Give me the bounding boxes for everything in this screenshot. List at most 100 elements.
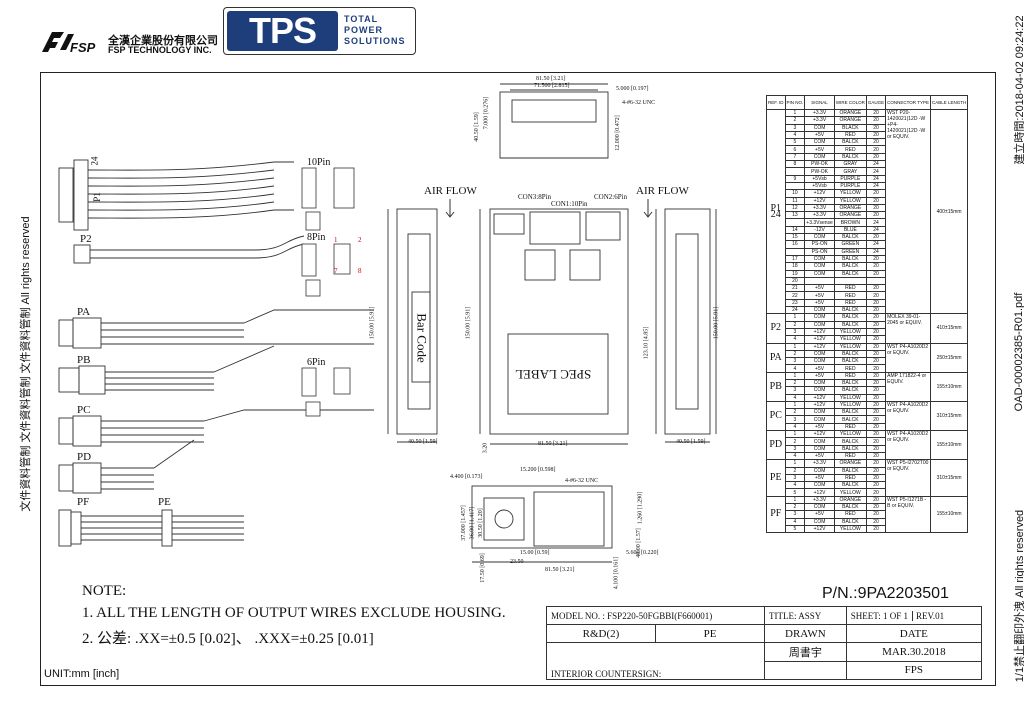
pin-signal: PS-ON [804,247,835,256]
pin-wire-color: YELLOW [833,524,867,534]
pin-signal: COM [804,408,835,417]
pin-gauge: 20 [865,517,887,526]
pin-no: 14 [784,225,806,235]
pin-no: 1 [784,108,806,118]
pin-connector-type: WST P4-A1020D2 or EQUIV. [885,342,931,373]
pin-signal: +12V [804,400,835,410]
pin-wire-color: YELLOW [833,196,867,205]
pin-signal: COM [804,349,835,359]
pin-no: 20 [784,276,806,286]
pin-gauge: 20 [865,444,887,453]
pin-no: 3 [784,327,806,337]
pin-cable-length: 155±10mm [929,430,969,461]
pin-no: 4 [784,422,806,432]
pin-wire-color: RED [833,371,867,381]
pin-signal: COM [804,378,835,388]
date-value-cell: MAR.30.2018 [845,642,983,662]
label-p1: P1 [91,192,102,202]
tps-line-2: POWER [344,25,384,35]
pin-connector-type: WST P5-I2702T00 or EQUIV. [885,459,931,497]
pin-gauge: 24 [865,247,887,256]
pin-gauge: 20 [865,378,887,388]
label-pe: PE [158,496,171,508]
pin-signal: +3.3V [804,495,835,505]
pin-connector-type: WST P4-A1020D2 or EQUIV. [885,430,931,461]
pin-signal: +3.3V [804,211,835,220]
pin-gauge: 20 [865,262,887,271]
pin-ref-id: PE [766,459,786,497]
pin-no: 2 [784,408,806,417]
pin-no: 6 [784,145,806,154]
pin-gauge: 20 [865,284,887,293]
barcode-label: Bar Code [414,313,430,363]
dim-mid-width: 81.50 [3.21] [538,441,568,447]
fps-cell: FPS [845,660,983,680]
pin-gauge: 20 [865,269,887,278]
pin-gauge: 20 [865,473,887,483]
pin-signal: +12V [804,393,835,402]
pin-no: 1 [784,371,806,381]
pin-gauge: 20 [865,451,887,461]
pin-connector-type: WST P20-1420021(12D -W +P4- 1420021(12D … [885,108,931,315]
tps-logo: TPS [227,11,338,51]
pin-signal: +5V [804,364,835,373]
pin-wire-color: BALCK [833,503,867,512]
pin-assignment-table: REF. ID PIN NO. SIGNAL WIRE COLOR GAUGE … [766,95,969,534]
pin-gauge: 20 [865,313,887,322]
pin-no: 5 [784,488,806,497]
pin-wire-color: BALCK [833,378,867,388]
model-value: FSP220-50FGBBI(F660001) [607,610,713,621]
spec-label: SPEC LABEL [515,367,592,382]
note-line-2: 2. 公差: .XX=±0.5 [0.02]、 .XXX=±0.25 [0.01… [82,631,374,647]
pin-gauge: 20 [865,422,887,432]
tps-logo-box: TPS TOTAL POWER SOLUTIONS [223,7,416,55]
pin-no: 1 [784,495,806,505]
pin-gauge: 24 [865,225,887,235]
pin-gauge: 20 [865,138,887,147]
pin-gauge: 20 [865,459,887,468]
pin-wire-color: RED [833,473,867,483]
pin-gauge: 20 [865,211,887,220]
pin-no: 2 [784,116,806,125]
pin-signal: +5Vsb [804,174,835,183]
con2-label: CON2:6Pin [594,193,628,201]
pin-no [784,181,806,191]
psu-mechanical-views [387,83,717,563]
pin-gauge: 20 [865,130,887,140]
pin-gauge: 20 [865,408,887,417]
pin-cable-length: 155±10mm [929,495,969,534]
right-side-copyright: 1/1禁止翻印外洩 All rights reserved [1014,509,1024,683]
pin-connector-type: AMP 171822-4 or EQUIV. [885,371,931,402]
dim-36: 36.00 [1.417] [469,506,476,540]
pin-signal: +12V [804,430,835,439]
pin-gauge: 20 [865,488,887,497]
pin-wire-color: RED [833,145,867,154]
pin-gauge: 20 [865,400,887,410]
pin-wire-color: BALCK [833,152,867,162]
pin-signal: +5V [804,130,835,140]
label-pa: PA [77,306,91,318]
pin-connector-type: WST P5-I1271B -B or EQUIV. [885,495,931,534]
pin-signal: COM [804,444,835,453]
label-10pin: 10Pin [307,157,331,168]
pin-wire-color: BALCK [833,233,867,242]
pin-no: 3 [784,123,806,132]
dim-1500: 15.00 [0.59] [520,550,550,556]
dim-1750: 17.50 [0.69] [479,553,486,583]
pin-wire-color: YELLOW [833,327,867,337]
pin-signal [804,276,835,286]
pin-wire-color: BLACK [833,123,867,132]
pin-signal: +5V [804,298,835,308]
dim-30: 30.50 [1.20] [477,508,484,538]
pin-row: 20 [767,276,968,286]
pin-wire-color: ORANGE [833,495,867,505]
